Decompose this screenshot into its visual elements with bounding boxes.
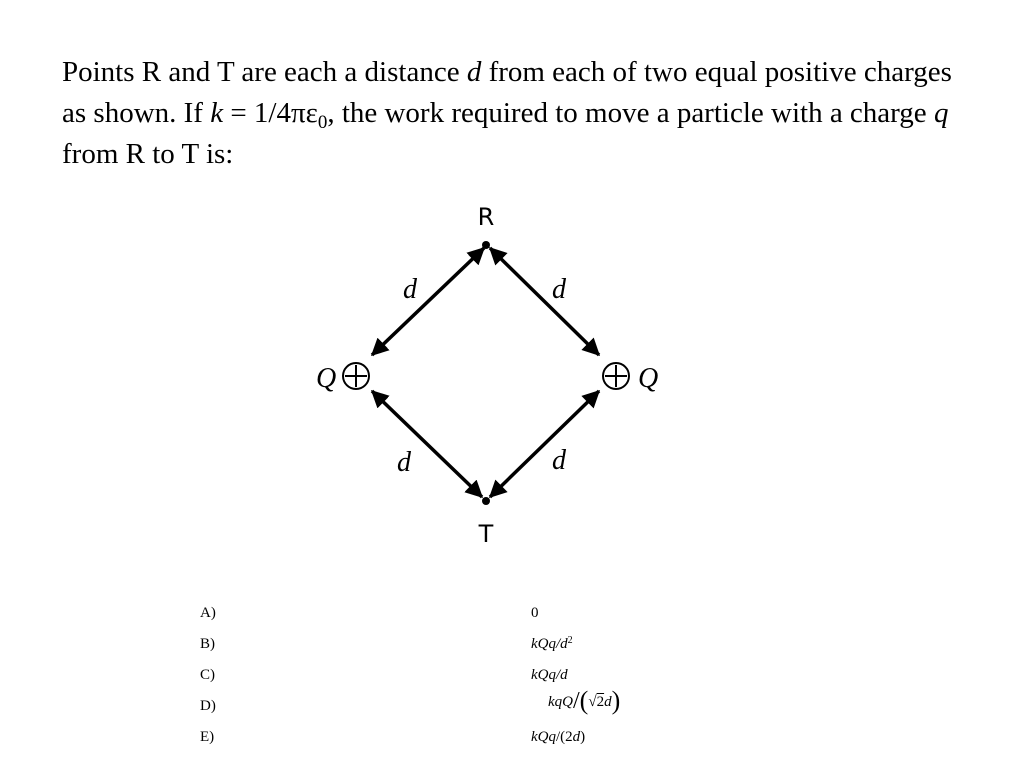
label-d-upper-right: d [552,274,567,305]
choice-letter: B) [200,636,215,652]
choice-letter: A) [200,605,216,621]
arrow-right-charge-to-t [488,389,601,499]
answer-choices: A) 0 B) kQq/d2 C) kQq/d D) kqQ/(√2d) E) … [200,597,800,752]
var-k: k [210,97,224,129]
choice-letter: C) [200,667,215,683]
epsilon-subscript: 0 [317,112,328,133]
arrow-r-to-left-charge [370,246,486,357]
choice-a[interactable]: A) 0 [200,597,800,628]
formula-var: d [604,694,612,710]
choice-answer: kQq/d2 [531,636,573,653]
choice-letter: D) [200,698,216,714]
point-t [482,497,490,505]
label-r: R [478,203,495,231]
choice-answer-main: kQq/d [531,636,568,652]
label-q-left: Q [316,363,336,394]
choice-answer: kQq/d [531,667,568,683]
choice-answer: kQq/(2d) [531,729,585,746]
answer-e-b: /(2 [556,729,573,745]
charge-diagram: R T Q Q d d d d [290,195,690,555]
question-text: Points R and T are each a distance d fro… [62,52,962,175]
answer-e-d: ) [580,729,586,745]
question-part-4: , the work required to move a particle w… [327,97,934,129]
choice-d[interactable]: D) kqQ/(√2d) [200,686,800,721]
label-q-right: Q [638,363,658,394]
arrow-left-charge-to-t [370,389,484,499]
choice-c[interactable]: C) kQq/d [200,659,800,690]
choice-answer: 0 [531,605,539,621]
label-t: T [478,520,494,548]
question-part-1: Points R and T are each a distance [62,56,467,88]
charge-diagram-svg: R T Q Q d d d d [316,203,658,548]
choice-b[interactable]: B) kQq/d2 [200,628,800,659]
label-d-lower-right: d [552,445,567,476]
answer-e-a: kQq [531,729,556,745]
question-part-3: = 1/4πε [223,97,318,129]
choice-answer-exponent: 2 [567,635,573,646]
choice-letter: E) [200,729,215,745]
question-part-5: from R to T is: [62,138,234,170]
formula-numerator: kqQ [548,694,573,710]
left-charge-plus-icon [342,362,370,390]
label-d-lower-left: d [397,447,412,478]
formula-root: 2 [596,694,605,710]
point-r [482,241,490,249]
answer-e-c: d [572,729,581,745]
right-charge-plus-icon [602,362,630,390]
var-d: d [466,56,482,88]
choice-answer-formula: kqQ/(√2d) [548,686,621,715]
question-part-2: from each of two equal positive charges … [62,56,952,129]
choice-e[interactable]: E) kQq/(2d) [200,721,800,752]
arrow-r-to-right-charge [488,246,601,357]
label-d-upper-left: d [403,274,418,305]
var-q: q [933,97,949,129]
